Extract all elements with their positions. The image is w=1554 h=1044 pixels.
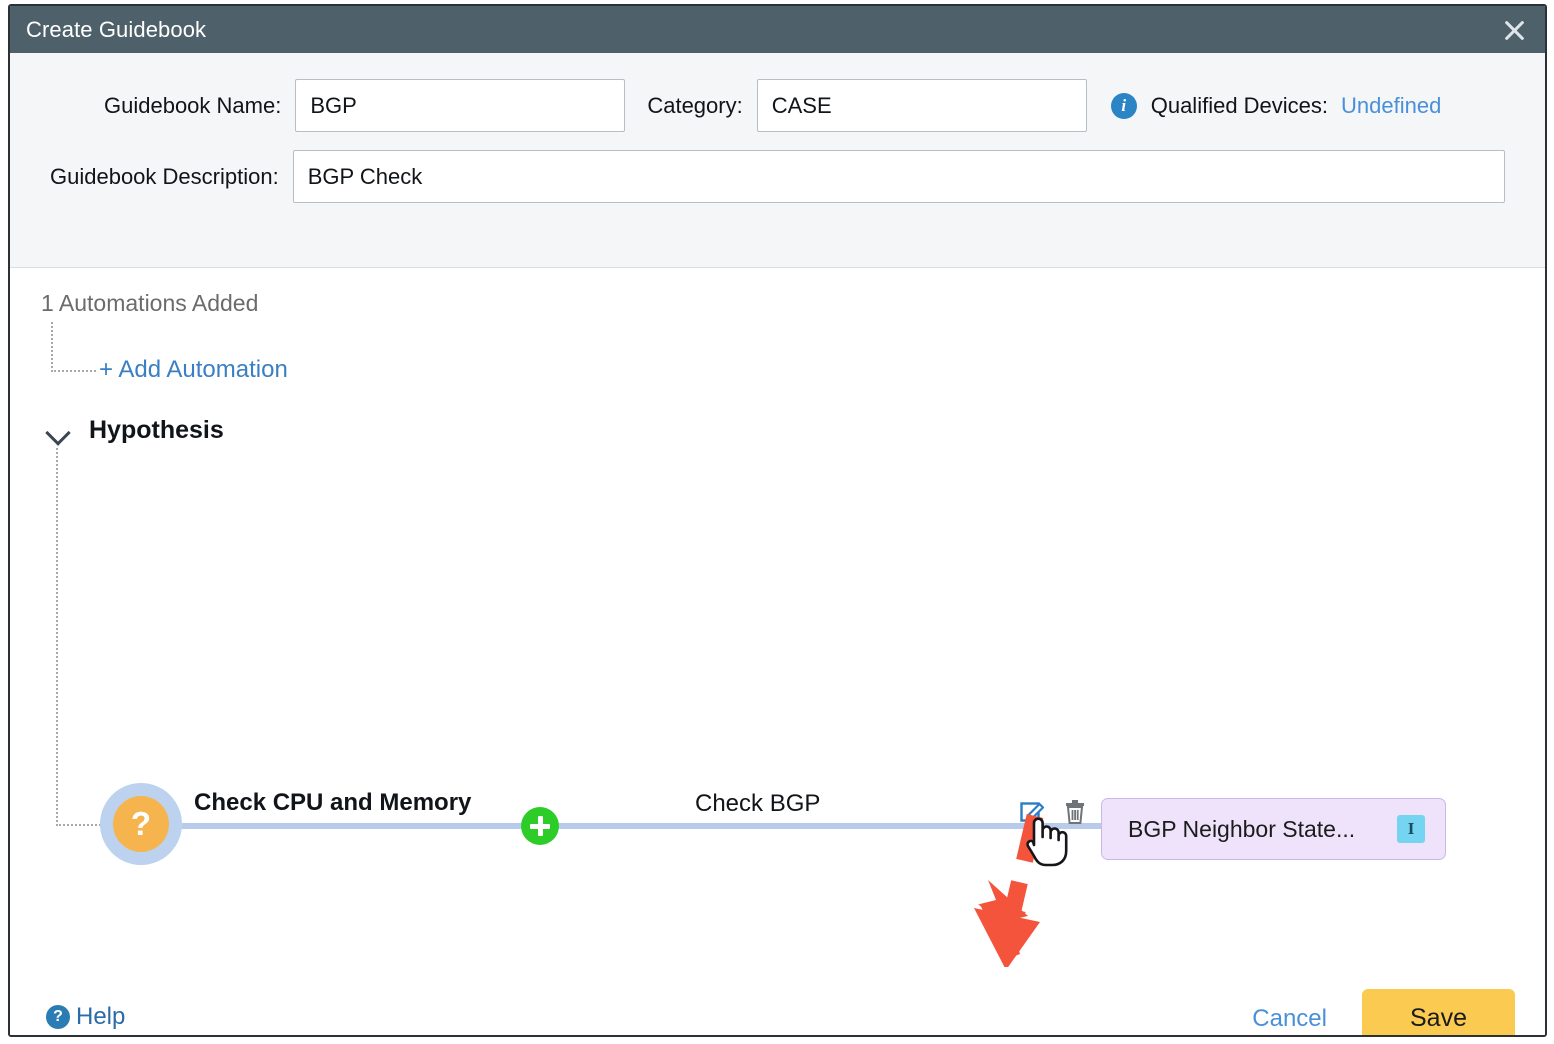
category-label: Category: [647,92,743,118]
qualified-devices-value[interactable]: Undefined [1341,92,1442,118]
category-input[interactable]: CASE [756,79,1087,132]
guidebook-name-input[interactable]: BGP [295,79,626,132]
form-row-name: Guidebook Name: BGP Category: CASE i Qua… [10,79,1545,132]
guidebook-canvas: 1 Automations Added + Add Automation Hyp… [10,268,1545,1035]
question-mark-icon: ? [113,796,169,852]
guidebook-name-label: Guidebook Name: [104,92,282,118]
flow-step-label-bgp: Check BGP [695,790,821,817]
hypothesis-flow-row: ? Check CPU and Memory Check BGP [100,783,1460,873]
dialog-titlebar: Create Guidebook [10,6,1545,53]
form-row-description: Guidebook Description: BGP Check [10,150,1545,203]
automations-added-count: 1 Automations Added [41,290,259,316]
help-label: Help [76,1003,126,1030]
chevron-down-icon[interactable] [46,424,72,438]
save-button[interactable]: Save [1362,989,1515,1035]
info-icon[interactable]: i [1110,92,1137,119]
cancel-button[interactable]: Cancel [1252,1005,1327,1032]
automation-node[interactable]: BGP Neighbor State... I [1101,798,1446,860]
create-guidebook-dialog: Create Guidebook Guidebook Name: BGP Cat… [8,4,1547,1037]
automation-node-badge: I [1397,815,1425,843]
automation-node-label: BGP Neighbor State... [1128,815,1356,842]
dialog-title: Create Guidebook [26,16,207,42]
dialog-footer: ? Help Cancel Save [10,967,1545,1035]
flow-connector-line [178,823,1198,829]
hypothesis-label: Hypothesis [89,416,224,444]
close-icon[interactable] [1497,13,1531,47]
automation-connector [51,322,96,372]
add-automation-link[interactable]: + Add Automation [99,356,288,383]
hypothesis-question-node[interactable]: ? [100,783,182,865]
flow-step-label-cpu: Check CPU and Memory [194,789,472,816]
trash-icon[interactable] [1062,798,1088,826]
plus-icon[interactable] [521,807,559,845]
guidebook-description-input[interactable]: BGP Check [292,150,1505,203]
qualified-devices-label: Qualified Devices: [1150,92,1329,118]
hypothesis-section-header[interactable]: Hypothesis [46,416,224,445]
guidebook-form: Guidebook Name: BGP Category: CASE i Qua… [10,53,1545,268]
hypothesis-connector [56,448,108,826]
edit-icon[interactable] [1020,799,1046,825]
help-link[interactable]: ? Help [46,1003,125,1031]
help-icon: ? [46,1005,70,1029]
guidebook-description-label: Guidebook Description: [50,163,279,189]
